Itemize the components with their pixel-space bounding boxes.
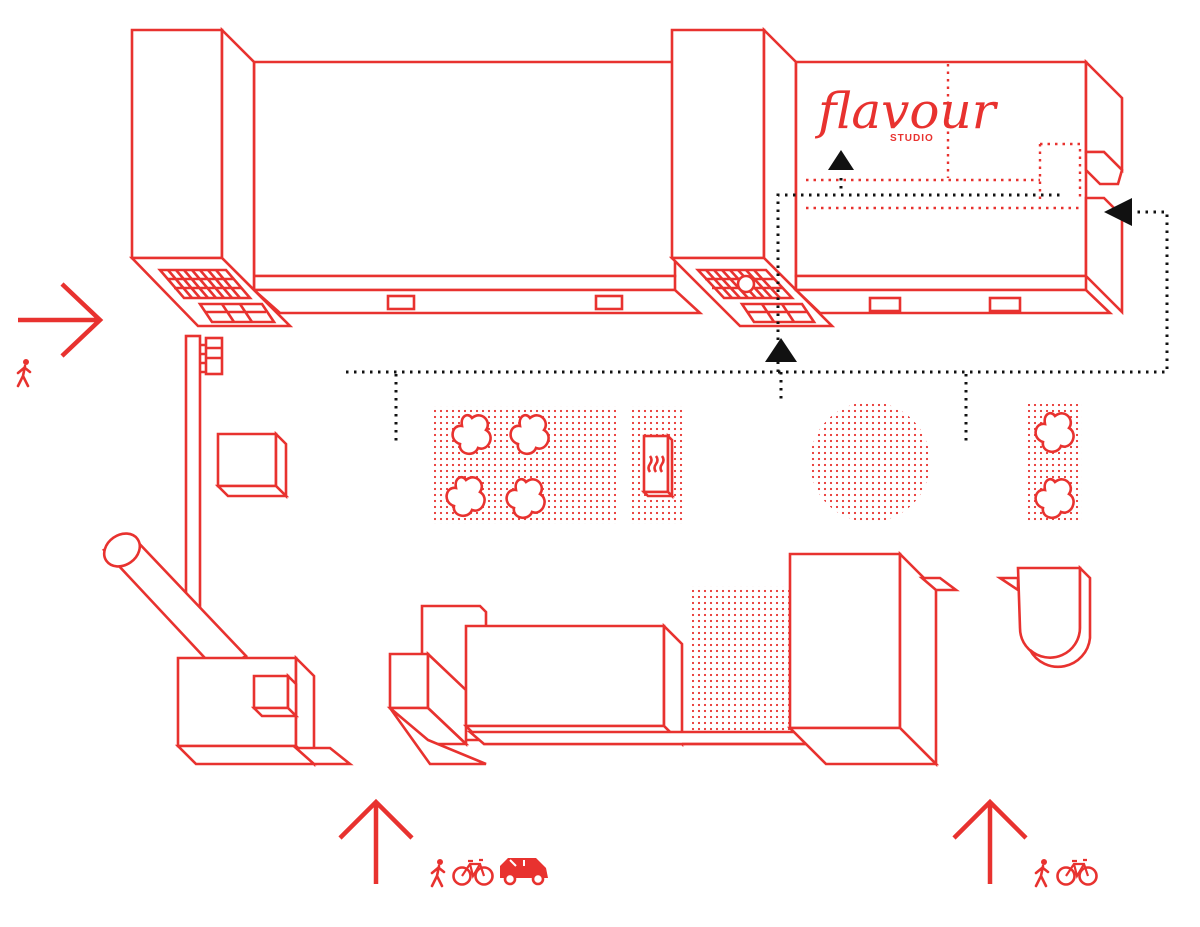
bicycle-icon (452, 858, 494, 886)
entrance-south-main (338, 798, 548, 888)
arrow-icon (1104, 198, 1132, 226)
tower-window-grid-right (695, 268, 817, 324)
svg-text:STUDIO: STUDIO (890, 133, 934, 144)
bicycle-icon (1056, 858, 1098, 886)
silo-structure (101, 532, 354, 768)
circular-seating-area (810, 402, 930, 522)
heater-icon (640, 432, 676, 500)
pedestrian-icon (1034, 857, 1050, 888)
dotted-yard (692, 586, 790, 732)
courtyard (184, 334, 1082, 610)
entrance-west (16, 282, 104, 388)
car-icon (500, 858, 548, 886)
kiosk (995, 564, 1092, 669)
entrance-south-east (952, 798, 1098, 888)
tower-window-grid-left (157, 268, 277, 324)
arrow-icon (765, 338, 797, 362)
south-middle-building (386, 604, 822, 766)
pedestrian-icon (430, 857, 446, 888)
south-tall-building (682, 550, 960, 768)
walking-routes (346, 150, 1169, 444)
south-buildings (101, 532, 1092, 768)
svg-text:flavour: flavour (814, 82, 999, 140)
pedestrian-icon (16, 357, 32, 388)
north-building: flavour STUDIO (128, 26, 1124, 328)
brand-logo: flavour STUDIO (814, 82, 999, 144)
arrow-icon (828, 150, 854, 170)
